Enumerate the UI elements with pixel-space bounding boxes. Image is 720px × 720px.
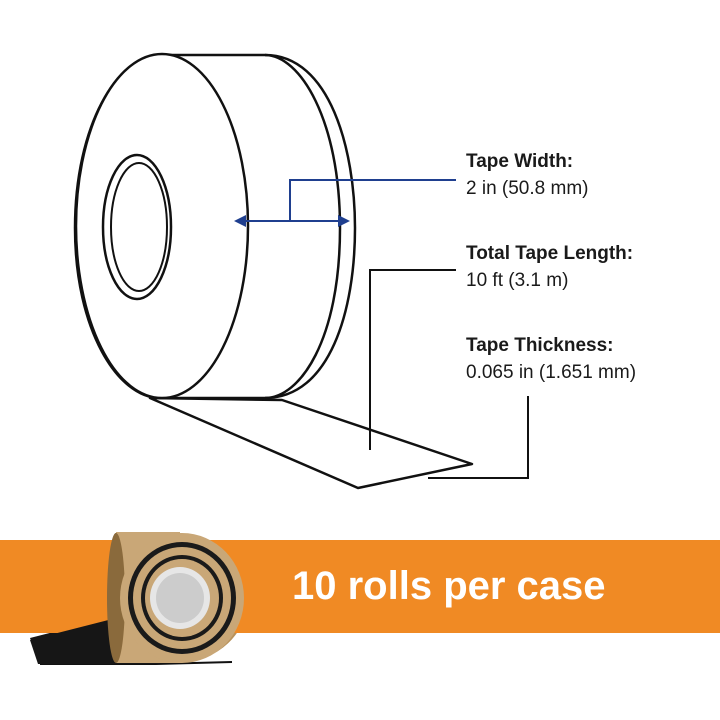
tape-width-label: Tape Width: bbox=[466, 151, 574, 172]
tape-length-label: Total Tape Length: bbox=[466, 243, 634, 264]
roll-core-inner bbox=[110, 162, 168, 292]
tape-roll-photo-front bbox=[30, 533, 244, 664]
width-leader-line bbox=[289, 179, 456, 221]
length-leader-line bbox=[369, 269, 456, 450]
tape-thickness-label: Tape Thickness: bbox=[466, 335, 614, 356]
tape-length-value: 10 ft (3.1 m) bbox=[466, 270, 569, 291]
spec-tape-thickness: Tape Thickness: 0.065 in (1.651 mm) bbox=[466, 332, 636, 386]
tape-strip bbox=[148, 396, 474, 490]
thickness-leader-line bbox=[428, 396, 529, 479]
spec-tape-width: Tape Width: 2 in (50.8 mm) bbox=[466, 148, 588, 202]
tape-thickness-value: 0.065 in (1.651 mm) bbox=[466, 362, 637, 383]
width-arrowhead-right bbox=[338, 215, 350, 227]
spec-tape-length: Total Tape Length: 10 ft (3.1 m) bbox=[466, 240, 633, 294]
width-arrowhead-left bbox=[234, 215, 246, 227]
rolls-per-case-text: 10 rolls per case bbox=[292, 564, 606, 608]
tape-width-value: 2 in (50.8 mm) bbox=[466, 178, 589, 199]
roll-side-edge bbox=[264, 53, 357, 400]
